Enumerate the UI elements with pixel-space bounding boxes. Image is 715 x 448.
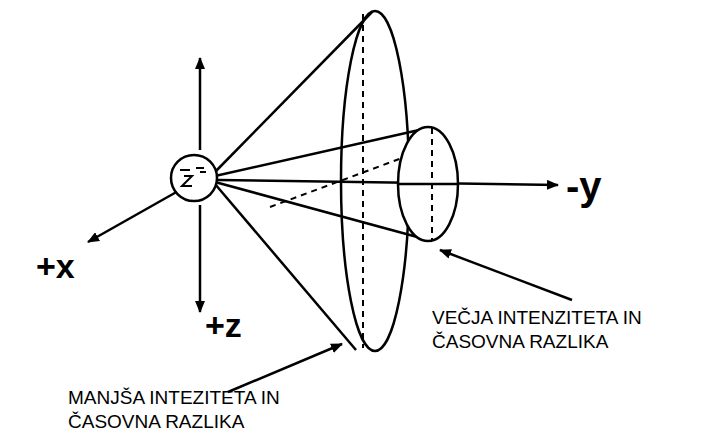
dashed-axis xyxy=(362,14,364,348)
axis-label: +x xyxy=(36,247,75,285)
z-axis-up xyxy=(199,58,202,150)
callout-text: MANJŠA INTEZITETA IN ČASOVNA RAZLIKA xyxy=(68,386,330,434)
axis-label: +z xyxy=(205,306,242,344)
small-cone-base xyxy=(398,127,458,241)
cone-edge xyxy=(215,12,372,172)
axis-label: -y xyxy=(566,164,602,208)
x-axis xyxy=(88,190,180,242)
head xyxy=(171,155,217,201)
y-axis xyxy=(218,180,558,185)
callout-text: VEČJA INTENZITETA IN ČASOVNA RAZLIKA xyxy=(432,306,704,354)
z-axis-down xyxy=(199,205,202,312)
leader-arrow xyxy=(228,344,342,392)
y-axis-through xyxy=(398,183,458,186)
dashed-edge xyxy=(270,155,410,207)
cone-edge xyxy=(215,128,428,176)
leader-arrow xyxy=(440,250,572,300)
head-features xyxy=(180,168,206,186)
